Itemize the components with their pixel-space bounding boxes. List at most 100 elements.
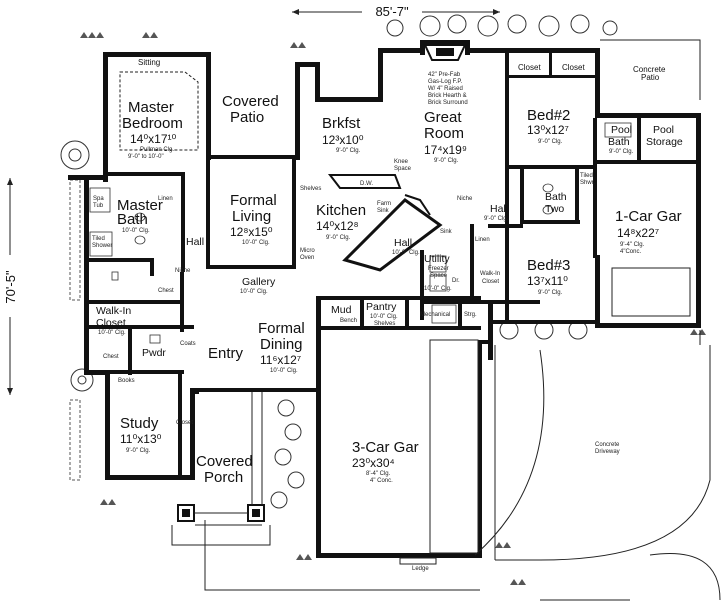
concrete-patio-label: Concrete xyxy=(633,65,666,74)
three-car-gar-note1: 8'-4" Clg. xyxy=(366,471,391,477)
overall-width-label: 85'-7" xyxy=(375,4,409,19)
spa-tub-label: Spa xyxy=(93,196,104,202)
formal-dining-size: 11⁶x12⁷ xyxy=(260,353,301,367)
walk-in-master-note: 10'-0" Clg. xyxy=(98,330,126,336)
covered-patio-name2: Patio xyxy=(230,109,264,126)
kitchen-size: 14⁰x12⁸ xyxy=(316,219,359,233)
dw-label: D.W. xyxy=(360,181,373,187)
overall-depth-label: 70'-5" xyxy=(3,270,18,304)
pool-bath-label: Pool xyxy=(611,124,632,136)
chest-b-label: Chest xyxy=(103,354,119,360)
knee-space-label: Knee xyxy=(394,159,409,165)
ledge xyxy=(399,557,437,565)
bed2-name: Bed#2 xyxy=(527,107,570,124)
master-bath-note: 10'-0" Clg. xyxy=(122,228,150,234)
chest-a-label: Chest xyxy=(158,288,174,294)
niche-b-label: Niche xyxy=(175,268,191,274)
tiled-shower-label2: Shower xyxy=(92,243,112,249)
covered-porch-name2: Porch xyxy=(204,469,243,486)
fireplace-note-1: 42" Pre-Fab xyxy=(428,72,461,78)
tiled-shwr-label2: Shwr. xyxy=(580,180,595,186)
covered-porch-name: Covered xyxy=(196,453,253,470)
ledge-label: Ledge xyxy=(412,566,429,572)
kitchen-island xyxy=(327,174,443,272)
concrete-driveway-label: Concrete xyxy=(595,442,620,448)
master-bath-name: Master xyxy=(117,197,163,214)
walk-in-master-label2: Closet xyxy=(96,317,126,329)
knee-space-label2: Space xyxy=(394,166,412,172)
three-car-gar-note2: 4" Conc. xyxy=(370,478,393,484)
niche-a-label: Niche xyxy=(457,196,473,202)
dimension-depth: 70'-5" xyxy=(2,178,18,395)
pantry-name: Pantry xyxy=(366,301,397,313)
study-note: 9'-0" Clg. xyxy=(126,448,151,454)
fireplace-note-4: Brick Hearth & xyxy=(428,93,467,99)
formal-living-name2: Living xyxy=(232,208,271,225)
brkfst-name: Brkfst xyxy=(322,115,361,132)
utility-note3: 10'-0" Clg. xyxy=(424,286,452,292)
fireplace-note-2: Gas-Log F.P. xyxy=(428,79,463,85)
one-car-gar-note2: 4"Conc. xyxy=(620,249,641,255)
great-room-name2: Room xyxy=(424,125,464,142)
three-car-gar-name: 3-Car Gar xyxy=(352,439,419,456)
kitchen-note: 9'-0" Clg. xyxy=(326,235,351,241)
porch-columns xyxy=(171,392,271,546)
kitchen-name: Kitchen xyxy=(316,202,366,219)
utility-dr-label: Dr. xyxy=(452,278,460,284)
pantry-shelves: Shelves xyxy=(374,321,395,327)
sitting-bay xyxy=(119,71,199,151)
bed2-size: 13⁰x12⁷ xyxy=(527,123,569,137)
formal-dining-name: Formal xyxy=(258,320,305,337)
coats-label: Coats xyxy=(180,341,196,347)
bath-two-label2: Two xyxy=(545,203,564,215)
hall-c-note: 9'-0" Clg. xyxy=(484,216,509,222)
master-bedroom-size: 14⁰x17¹⁰ xyxy=(130,132,177,146)
hall-a-label: Hall xyxy=(186,236,204,248)
site-outlines xyxy=(204,39,721,601)
sitting-label: Sitting xyxy=(138,58,160,67)
tiled-shower-label: Tiled xyxy=(92,236,105,242)
formal-dining-note: 10'-0" Clg. xyxy=(270,368,298,374)
formal-living-note: 10'-0" Clg. xyxy=(242,240,270,246)
fixtures xyxy=(89,122,691,556)
pool-storage-label2: Storage xyxy=(646,136,683,148)
linen-mb-label: Linen xyxy=(158,196,173,202)
utility-note2: Space xyxy=(430,273,448,279)
three-car-gar-size: 23⁰x30⁴ xyxy=(352,456,395,470)
great-room-name: Great xyxy=(424,109,462,126)
micro-oven-label: Micro xyxy=(300,248,315,254)
bed3-note: 9'-0" Clg. xyxy=(538,290,563,296)
exterior-walls xyxy=(68,40,701,558)
farm-sink-label2: Sink xyxy=(377,208,390,214)
concrete-patio-label2: Patio xyxy=(641,73,660,82)
landscaping xyxy=(60,14,706,585)
hall-c-label: Hall xyxy=(490,203,508,215)
pwdr-label: Pwdr xyxy=(142,347,166,359)
formal-living-name: Formal xyxy=(230,192,277,209)
farm-sink-label: Farm xyxy=(377,201,391,207)
bed3-name: Bed#3 xyxy=(527,257,570,274)
formal-dining-name2: Dining xyxy=(260,336,303,353)
gallery-note: 10'-0" Clg. xyxy=(240,289,268,295)
interior-walls xyxy=(84,52,697,478)
study-size: 11⁰x13⁰ xyxy=(120,432,162,446)
gallery-name: Gallery xyxy=(242,276,276,288)
closet-b-label: Closet xyxy=(562,63,585,72)
master-bedroom-name: Master xyxy=(128,99,174,116)
fireplace xyxy=(423,44,467,61)
master-bedroom-note1: Pullman Clg. xyxy=(140,147,174,153)
walk-in-b3-label: Walk-In xyxy=(480,271,500,277)
brkfst-size: 12³x10⁰ xyxy=(322,133,364,147)
hall-b-label: Hall xyxy=(394,237,412,249)
great-room-note: 9'-0" Clg. xyxy=(434,158,459,164)
fireplace-note-3: W/ 4" Raised xyxy=(428,86,463,92)
master-bedroom-note2: 9'-0" to 10'-0" xyxy=(128,154,164,160)
shelves-k-label: Shelves xyxy=(300,186,321,192)
pool-bath-label2: Bath xyxy=(608,136,630,148)
mechanical-label: Mechanical xyxy=(420,312,450,318)
hall-b-note: 10'-0" Clg. xyxy=(392,250,420,256)
pool-bath-note: 9'-0" Clg. xyxy=(609,149,634,155)
bed3-size: 13⁷x11⁰ xyxy=(527,274,568,288)
covered-patio-name: Covered xyxy=(222,93,279,110)
